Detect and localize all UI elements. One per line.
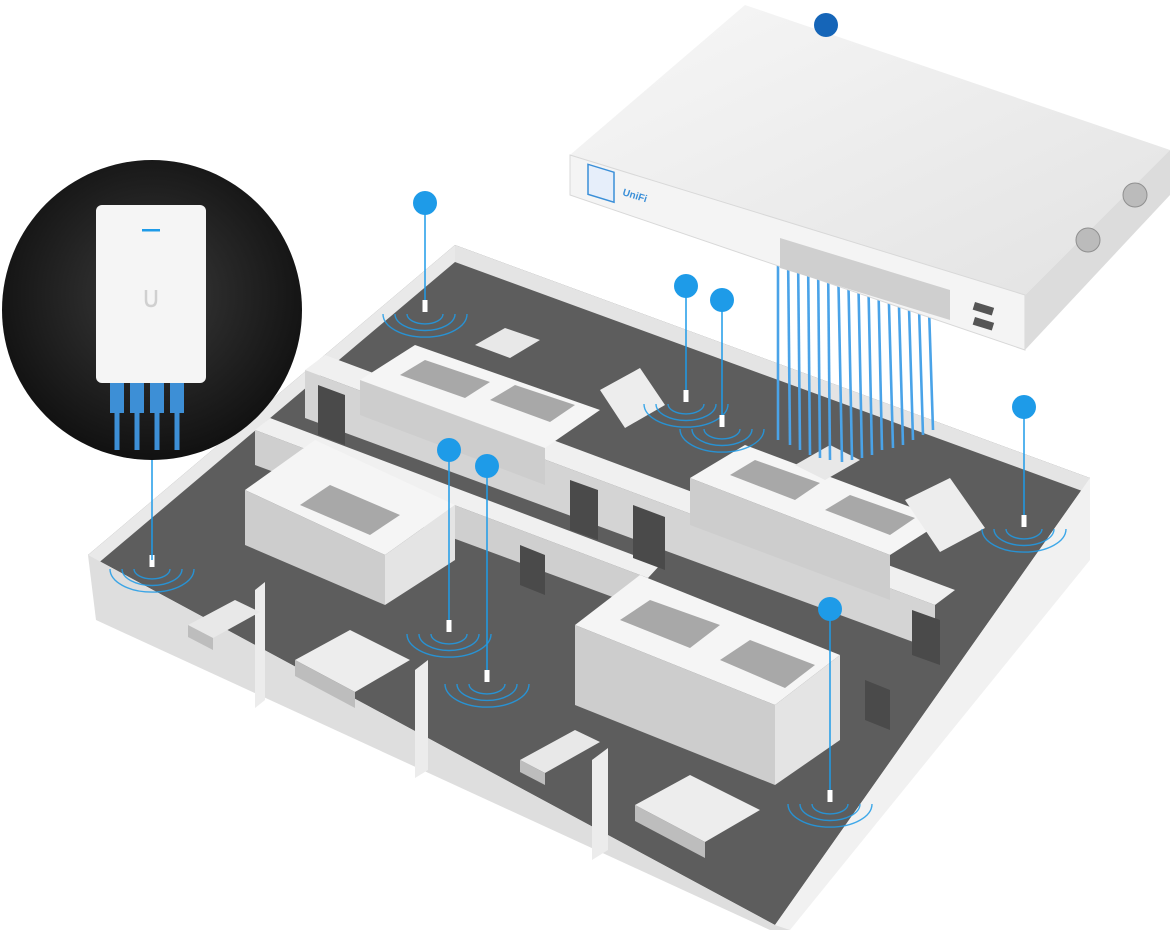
wifi-signal-arc-icon xyxy=(799,803,861,822)
room-divider-3 xyxy=(592,748,608,860)
wall-access-point xyxy=(149,555,155,567)
access-point-body xyxy=(96,205,206,383)
switch-port-block xyxy=(780,238,950,320)
wall-access-point xyxy=(683,390,689,402)
wifi-signal-arc-icon xyxy=(981,528,1067,553)
outer-wall-right-back xyxy=(455,245,1090,492)
wifi-signal-arc-icon xyxy=(691,428,753,447)
wifi-signal-arc-icon xyxy=(667,403,705,415)
wifi-signal-arc-icon xyxy=(679,428,765,453)
wifi-signal-arc-icon xyxy=(109,568,195,593)
door xyxy=(912,610,940,665)
wifi-signal-arc-icon xyxy=(811,803,849,815)
switch-location-dot-icon xyxy=(814,13,838,37)
bed xyxy=(295,630,410,708)
access-point-markers xyxy=(109,191,1067,828)
wifi-signal-arc-icon xyxy=(430,633,468,645)
wifi-signal-arc-icon xyxy=(993,528,1055,547)
access-point-inset xyxy=(2,160,302,560)
bathroom-block-1 xyxy=(245,440,455,605)
wifi-signal-arc-icon xyxy=(1005,528,1043,540)
door xyxy=(318,385,345,445)
switch-top xyxy=(570,5,1170,295)
bathroom-block-4 xyxy=(690,445,945,600)
wifi-signal-arc-icon xyxy=(655,403,717,422)
network-switch: UniFi xyxy=(569,5,1170,351)
wifi-signal-arc-icon xyxy=(394,313,456,332)
wifi-signal-arc-icon xyxy=(456,683,518,702)
bed xyxy=(795,445,860,480)
wifi-signal-arc-icon xyxy=(406,313,444,325)
wall-access-point xyxy=(827,790,833,802)
ubiquiti-u-logo-icon xyxy=(144,290,158,308)
location-pin-icon xyxy=(437,438,461,462)
bed xyxy=(905,478,985,552)
door xyxy=(865,680,890,730)
wifi-signal-arc-icon xyxy=(703,428,741,440)
access-point-led xyxy=(142,229,160,232)
fan-vent-icon xyxy=(1122,182,1148,208)
outer-wall-front-right xyxy=(775,478,1090,930)
ethernet-plugs xyxy=(110,383,184,450)
location-pin-icon xyxy=(674,274,698,298)
location-pin-icon xyxy=(818,597,842,621)
bed xyxy=(600,368,665,428)
outer-wall-left-back xyxy=(88,245,455,565)
bed xyxy=(475,328,540,358)
wifi-signal-arc-icon xyxy=(121,568,183,587)
wall-access-point xyxy=(446,620,452,632)
location-pin-icon xyxy=(413,191,437,215)
wifi-signal-arc-icon xyxy=(468,683,506,695)
bed xyxy=(635,775,760,858)
bed xyxy=(520,730,600,785)
wifi-signal-arc-icon xyxy=(382,313,468,338)
door xyxy=(633,505,665,570)
corridor-wall-2-top xyxy=(255,418,660,578)
room-divider-1 xyxy=(255,582,265,708)
wall-access-point xyxy=(1021,515,1027,527)
wifi-signal-arc-icon xyxy=(418,633,480,652)
room-divider-2 xyxy=(415,660,428,778)
door xyxy=(570,480,598,540)
door xyxy=(520,545,545,595)
wifi-signal-arc-icon xyxy=(444,683,530,708)
sfp-port-block xyxy=(972,302,995,331)
bed xyxy=(188,600,260,650)
fan-vent-icon xyxy=(1075,227,1101,253)
wall-access-point xyxy=(484,670,490,682)
location-pin-icon xyxy=(1012,395,1036,419)
bathroom-block-2 xyxy=(575,575,840,785)
bathroom-block-3 xyxy=(360,345,600,485)
switch-display xyxy=(587,163,615,204)
location-pin-icon xyxy=(475,454,499,478)
building-floorplan xyxy=(88,245,1090,930)
location-pin-icon xyxy=(710,288,734,312)
wall-access-point xyxy=(422,300,428,312)
wifi-signal-arc-icon xyxy=(787,803,873,828)
wifi-signal-arc-icon xyxy=(133,568,171,580)
wall-access-point xyxy=(719,415,725,427)
wifi-signal-arc-icon xyxy=(643,403,729,428)
